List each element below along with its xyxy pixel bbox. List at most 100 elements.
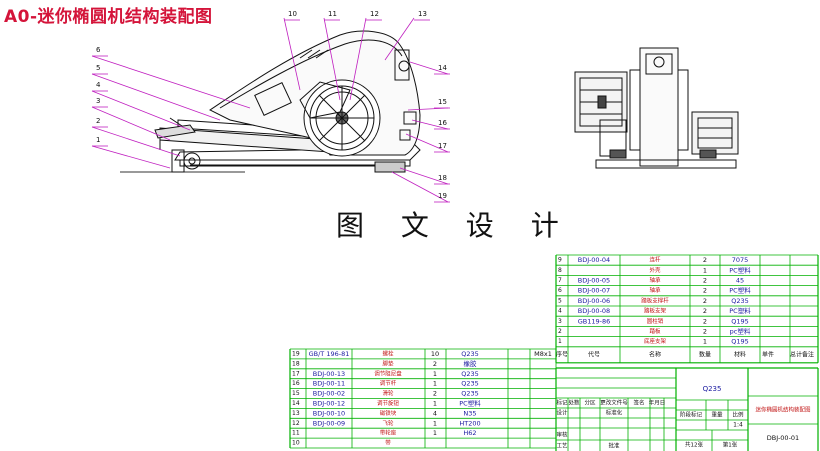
leader-line [91, 106, 171, 141]
part-name: 脚垫 [382, 359, 394, 367]
balloon-number: 12 [370, 10, 379, 18]
part-qty: 1 [703, 266, 707, 274]
row-number: 14 [292, 400, 300, 407]
leader-line [283, 17, 301, 91]
row-number: 18 [292, 360, 300, 367]
row-number: 10 [292, 440, 300, 447]
part-qty: 1 [433, 399, 437, 407]
part-material: pc塑料 [730, 327, 751, 336]
part-code: BDJ-00-09 [313, 419, 345, 427]
header-cell: 备注 [802, 350, 814, 358]
part-material: 橡胶 [464, 359, 478, 368]
part-qty: 1 [433, 380, 437, 388]
part-name: 踏板支撑杆 [641, 296, 669, 304]
balloon-number: 1 [96, 136, 100, 144]
part-qty: 4 [433, 409, 437, 417]
row-number: 1 [558, 338, 562, 345]
row-number: 16 [292, 380, 300, 387]
header-cell: 代号 [588, 350, 600, 358]
part-qty: 2 [703, 307, 707, 315]
title-block-sheet-total: 共12张 [685, 441, 703, 449]
balloon-number: 5 [96, 64, 100, 72]
part-code: BDJ-00-12 [313, 399, 345, 407]
title-block-label: 审核 [556, 431, 568, 439]
drawing-title: A0-迷你椭圆机结构装配图 [4, 7, 213, 27]
title-block-drawing-name: 迷你椭圆机结构装配图 [755, 406, 811, 414]
row-number: 17 [292, 370, 300, 377]
part-qty: 2 [703, 328, 707, 336]
balloon-number: 15 [438, 98, 447, 106]
row-number: 8 [558, 267, 562, 274]
part-qty: 2 [433, 390, 437, 398]
title-block-label: 处数 [568, 399, 580, 407]
part-code: BDJ-00-02 [313, 390, 345, 398]
row-number: 12 [292, 420, 300, 427]
balloon-number: 2 [96, 117, 100, 125]
title-block-scale: 1:4 [733, 422, 743, 429]
end-view [574, 47, 739, 169]
part-material: HT200 [459, 419, 480, 427]
part-name: 滑轮 [382, 389, 394, 397]
title-block-label: 重量 [711, 411, 723, 419]
part-code: BDJ-00-10 [313, 409, 345, 417]
row-number: 4 [558, 308, 562, 315]
leader-line [349, 17, 367, 101]
part-material: PC塑料 [729, 306, 751, 315]
leader-line [411, 119, 449, 130]
header-cell: 单件 [762, 350, 774, 358]
part-code: BDJ-00-06 [578, 297, 610, 305]
row-number: 15 [292, 390, 300, 397]
leader-line [405, 133, 449, 153]
title-block-label: 标准化 [606, 409, 623, 417]
part-qty: 2 [703, 297, 707, 305]
part-name: 调节阻尼盘 [374, 369, 402, 377]
part-code: BDJ-00-13 [313, 370, 345, 378]
part-code: BDJ-00-04 [578, 256, 610, 264]
balloon-number: 13 [418, 10, 427, 18]
part-material: PC塑料 [729, 286, 751, 295]
title-block-label: 签名 [633, 399, 644, 407]
balloon-number: 19 [438, 192, 447, 200]
part-code: BDJ-00-08 [578, 307, 610, 315]
part-code: GB/T 196-81 [309, 350, 350, 358]
leader-line [399, 167, 449, 185]
row-number: 6 [558, 287, 562, 294]
row-number: 19 [292, 350, 300, 357]
row-number: 11 [292, 430, 300, 437]
title-block-label: 批准 [608, 442, 620, 450]
part-material: PC塑料 [729, 265, 751, 274]
title-block-label: 工艺 [556, 443, 568, 450]
title-block-material: Q235 [703, 385, 722, 393]
leader-line [91, 90, 191, 131]
part-name: 连杆 [649, 256, 661, 264]
leader-line [91, 73, 221, 121]
part-qty: 1 [433, 370, 437, 378]
part-name: 圆柱销 [647, 317, 664, 325]
part-material: Q195 [731, 338, 749, 346]
part-name: 轴承 [649, 286, 661, 294]
part-name: 外壳 [649, 266, 661, 274]
title-block-label: 标记 [556, 399, 568, 407]
part-name: 带 [385, 440, 391, 447]
part-qty: 2 [703, 287, 707, 295]
part-qty: 2 [703, 277, 707, 285]
row-number: 2 [558, 328, 562, 335]
row-number: 5 [558, 297, 562, 304]
part-material: 7075 [732, 256, 749, 264]
part-name: 磁铁块 [380, 409, 397, 417]
part-material: PC塑料 [459, 398, 481, 407]
part-code: BDJ-00-11 [313, 380, 345, 388]
part-qty: 2 [703, 317, 707, 325]
title-block-label: 更改文件号 [600, 399, 628, 407]
leader-line [91, 145, 171, 169]
leader-line [391, 171, 449, 203]
part-material: Q235 [461, 370, 479, 378]
part-material: Q235 [461, 350, 479, 358]
balloon-number: 3 [96, 97, 100, 105]
title-block-label: 设计 [556, 409, 568, 417]
part-material: N35 [463, 409, 476, 417]
title-block-label: 阶段标记 [680, 411, 703, 419]
balloon-number: 10 [288, 10, 297, 18]
